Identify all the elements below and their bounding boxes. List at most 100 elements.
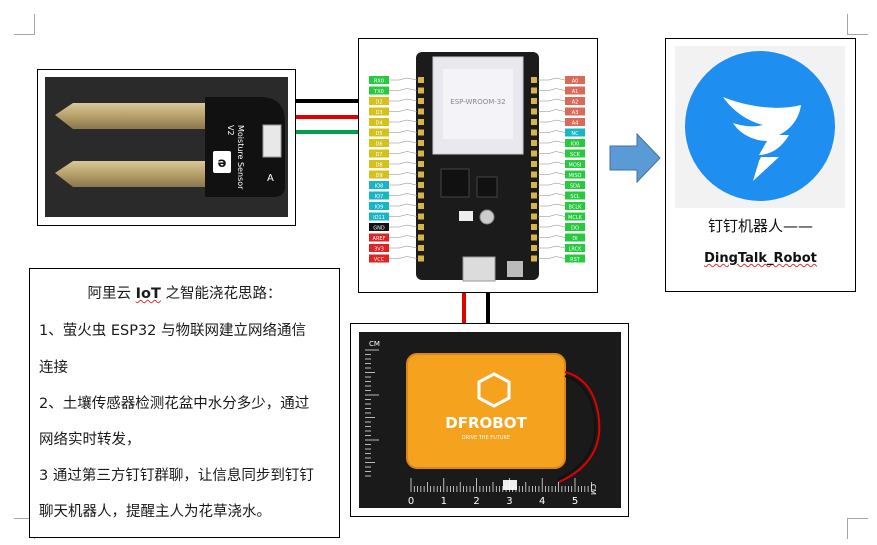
esp32-left-header-pin <box>418 150 424 157</box>
crop-mark-bottom-right <box>847 518 868 539</box>
esp32-right-pin-lead <box>538 214 566 217</box>
esp32-right-pin-tag <box>565 202 585 210</box>
esp32-right-pin-tag <box>565 97 585 105</box>
esp32-right-pin-tag <box>565 170 585 179</box>
esp32-left-header-pin <box>418 161 424 167</box>
battery-wire-black <box>486 292 490 326</box>
sensor-label-2: V2 <box>226 125 235 136</box>
esp32-left-pin-label: D6 <box>375 142 382 148</box>
esp32-right-header-pin <box>531 171 537 178</box>
esp32-right-pin-tag <box>565 181 585 189</box>
esp32-right-pin-lead <box>538 88 566 91</box>
esp32-left-pin-label: D8 <box>375 163 382 169</box>
esp32-left-pin-label: D5 <box>375 131 382 137</box>
esp32-left-pin-label: RX0 <box>374 79 384 85</box>
esp32-right-pin-lead <box>538 182 566 186</box>
esp32-left-pin-tag <box>369 212 389 221</box>
soil-sensor-frame: ə Moisture Sensor V2 A <box>37 69 296 226</box>
esp32-right-pin-label: DI <box>572 236 577 242</box>
battery-brand: DFROBOT <box>445 414 527 432</box>
notes-line-2: 2、土壤传感器检测花盆中水分多少，通过 <box>39 396 310 412</box>
esp32-left-pin-label: IO11 <box>373 215 385 221</box>
esp32-left-pin-tag <box>369 107 389 116</box>
crop-mark-top-left <box>14 14 35 35</box>
esp32-left-header-pin <box>418 234 424 241</box>
esp32-module-label: ESP-WROOM-32 <box>450 98 505 106</box>
vertical-ruler <box>365 349 379 477</box>
esp32-right-pin-lead <box>538 77 566 81</box>
svg-text:ə: ə <box>218 156 227 171</box>
esp32-left-pin-lead <box>389 245 418 249</box>
notes-line-3-cont: 聊天机器人，提醒主人为花草浇水。 <box>39 504 271 520</box>
esp32-right-pin-label: A4 <box>572 121 579 127</box>
sensor-prong-top <box>55 103 245 129</box>
esp32-right-header-pin <box>531 77 537 83</box>
esp32-right-header-pin <box>531 192 537 199</box>
ruler-number: 4 <box>539 496 545 507</box>
esp32-left-header-pin <box>418 192 424 199</box>
robot-name-text: DingTalk_Robot <box>704 251 817 266</box>
soil-sensor-illustration: ə Moisture Sensor V2 A <box>55 97 285 197</box>
esp32-left-header <box>418 77 424 262</box>
esp32-left-header-pin <box>418 87 424 94</box>
esp32-left-pin-lead <box>389 151 418 154</box>
esp32-right-header-pin <box>531 87 537 94</box>
robot-caption: 钉钉机器人—— <box>707 217 813 235</box>
esp32-left-pin-lead <box>389 182 418 186</box>
esp32-right-pin-tag <box>565 191 585 200</box>
esp32-right-pin-lead <box>538 235 566 238</box>
esp32-left-pin-label: D3 <box>375 110 382 116</box>
esp32-right-pin-tag <box>565 107 585 116</box>
esp32-right-pin-lead <box>538 256 566 259</box>
ruler-number: 1 <box>441 496 447 507</box>
esp32-left-pin-lead <box>389 256 418 259</box>
esp32-right-pin-tag <box>565 160 585 168</box>
battery-red-lead <box>558 371 601 483</box>
esp32-right-pin-lead <box>538 119 566 123</box>
esp32-right-pin-tag <box>565 76 585 84</box>
esp32-right-pin-lead <box>538 193 566 196</box>
horizontal-ruler <box>410 478 592 492</box>
crop-mark-top-right <box>847 14 868 35</box>
esp32-right-pin-label: A1 <box>572 89 579 95</box>
esp32-right-pin-label: SDA <box>570 184 581 190</box>
esp32-left-pin-tag <box>369 181 389 189</box>
notes-title-iot: IoT <box>135 286 161 302</box>
esp32-left-pin-tag <box>369 233 389 242</box>
esp32-right-pin-label: A3 <box>572 110 579 116</box>
esp32-left-pin-tag <box>369 149 389 158</box>
esp32-left-pin-lead <box>389 214 418 217</box>
notes-title-suffix: 之智能浇花思路： <box>160 286 282 302</box>
esp32-left-pin-label: D4 <box>375 121 382 127</box>
esp32-right-pin-lead <box>538 109 566 112</box>
notes-line-1-cont: 连接 <box>39 360 68 376</box>
esp32-right-pin-label: NC <box>571 131 579 137</box>
esp32-button <box>479 209 495 225</box>
esp32-right-pin-label: RST <box>570 257 581 263</box>
esp32-left-header-pin <box>418 213 424 220</box>
esp32-left-header-pin <box>418 255 424 262</box>
sensor-prong-bottom <box>55 161 245 187</box>
esp32-left-pin-tag <box>369 244 389 252</box>
esp32-right-pin-label: SCL <box>570 194 580 200</box>
esp32-left-pin-lead <box>389 203 418 207</box>
esp32-left-pin-tag <box>369 202 389 210</box>
vertical-ruler-unit: CM <box>369 340 380 348</box>
dfrobot-logo-icon <box>477 372 511 408</box>
esp32-left-pin-label: D7 <box>375 152 382 158</box>
notes-title: 阿里云 IoT 之智能浇花思路： <box>30 282 339 303</box>
esp32-left-pin-tag <box>369 97 389 105</box>
esp32-right-pin-tag <box>565 233 585 242</box>
esp32-left-header-pin <box>418 203 424 209</box>
esp32-right-pin-label: DO <box>571 226 579 232</box>
esp32-left-pin-lead <box>389 119 418 123</box>
ruler-number: 2 <box>473 496 479 507</box>
esp32-left-pin-tag <box>369 139 389 147</box>
esp32-left-pin-lead <box>389 98 418 102</box>
notes-title-prefix: 阿里云 <box>87 286 136 302</box>
esp32-right-pin-tag <box>565 254 585 263</box>
esp32-right-pin-tag <box>565 223 585 231</box>
esp32-left-pin-tag <box>369 223 389 231</box>
esp32-right-pin-label: MOSI <box>569 163 582 169</box>
